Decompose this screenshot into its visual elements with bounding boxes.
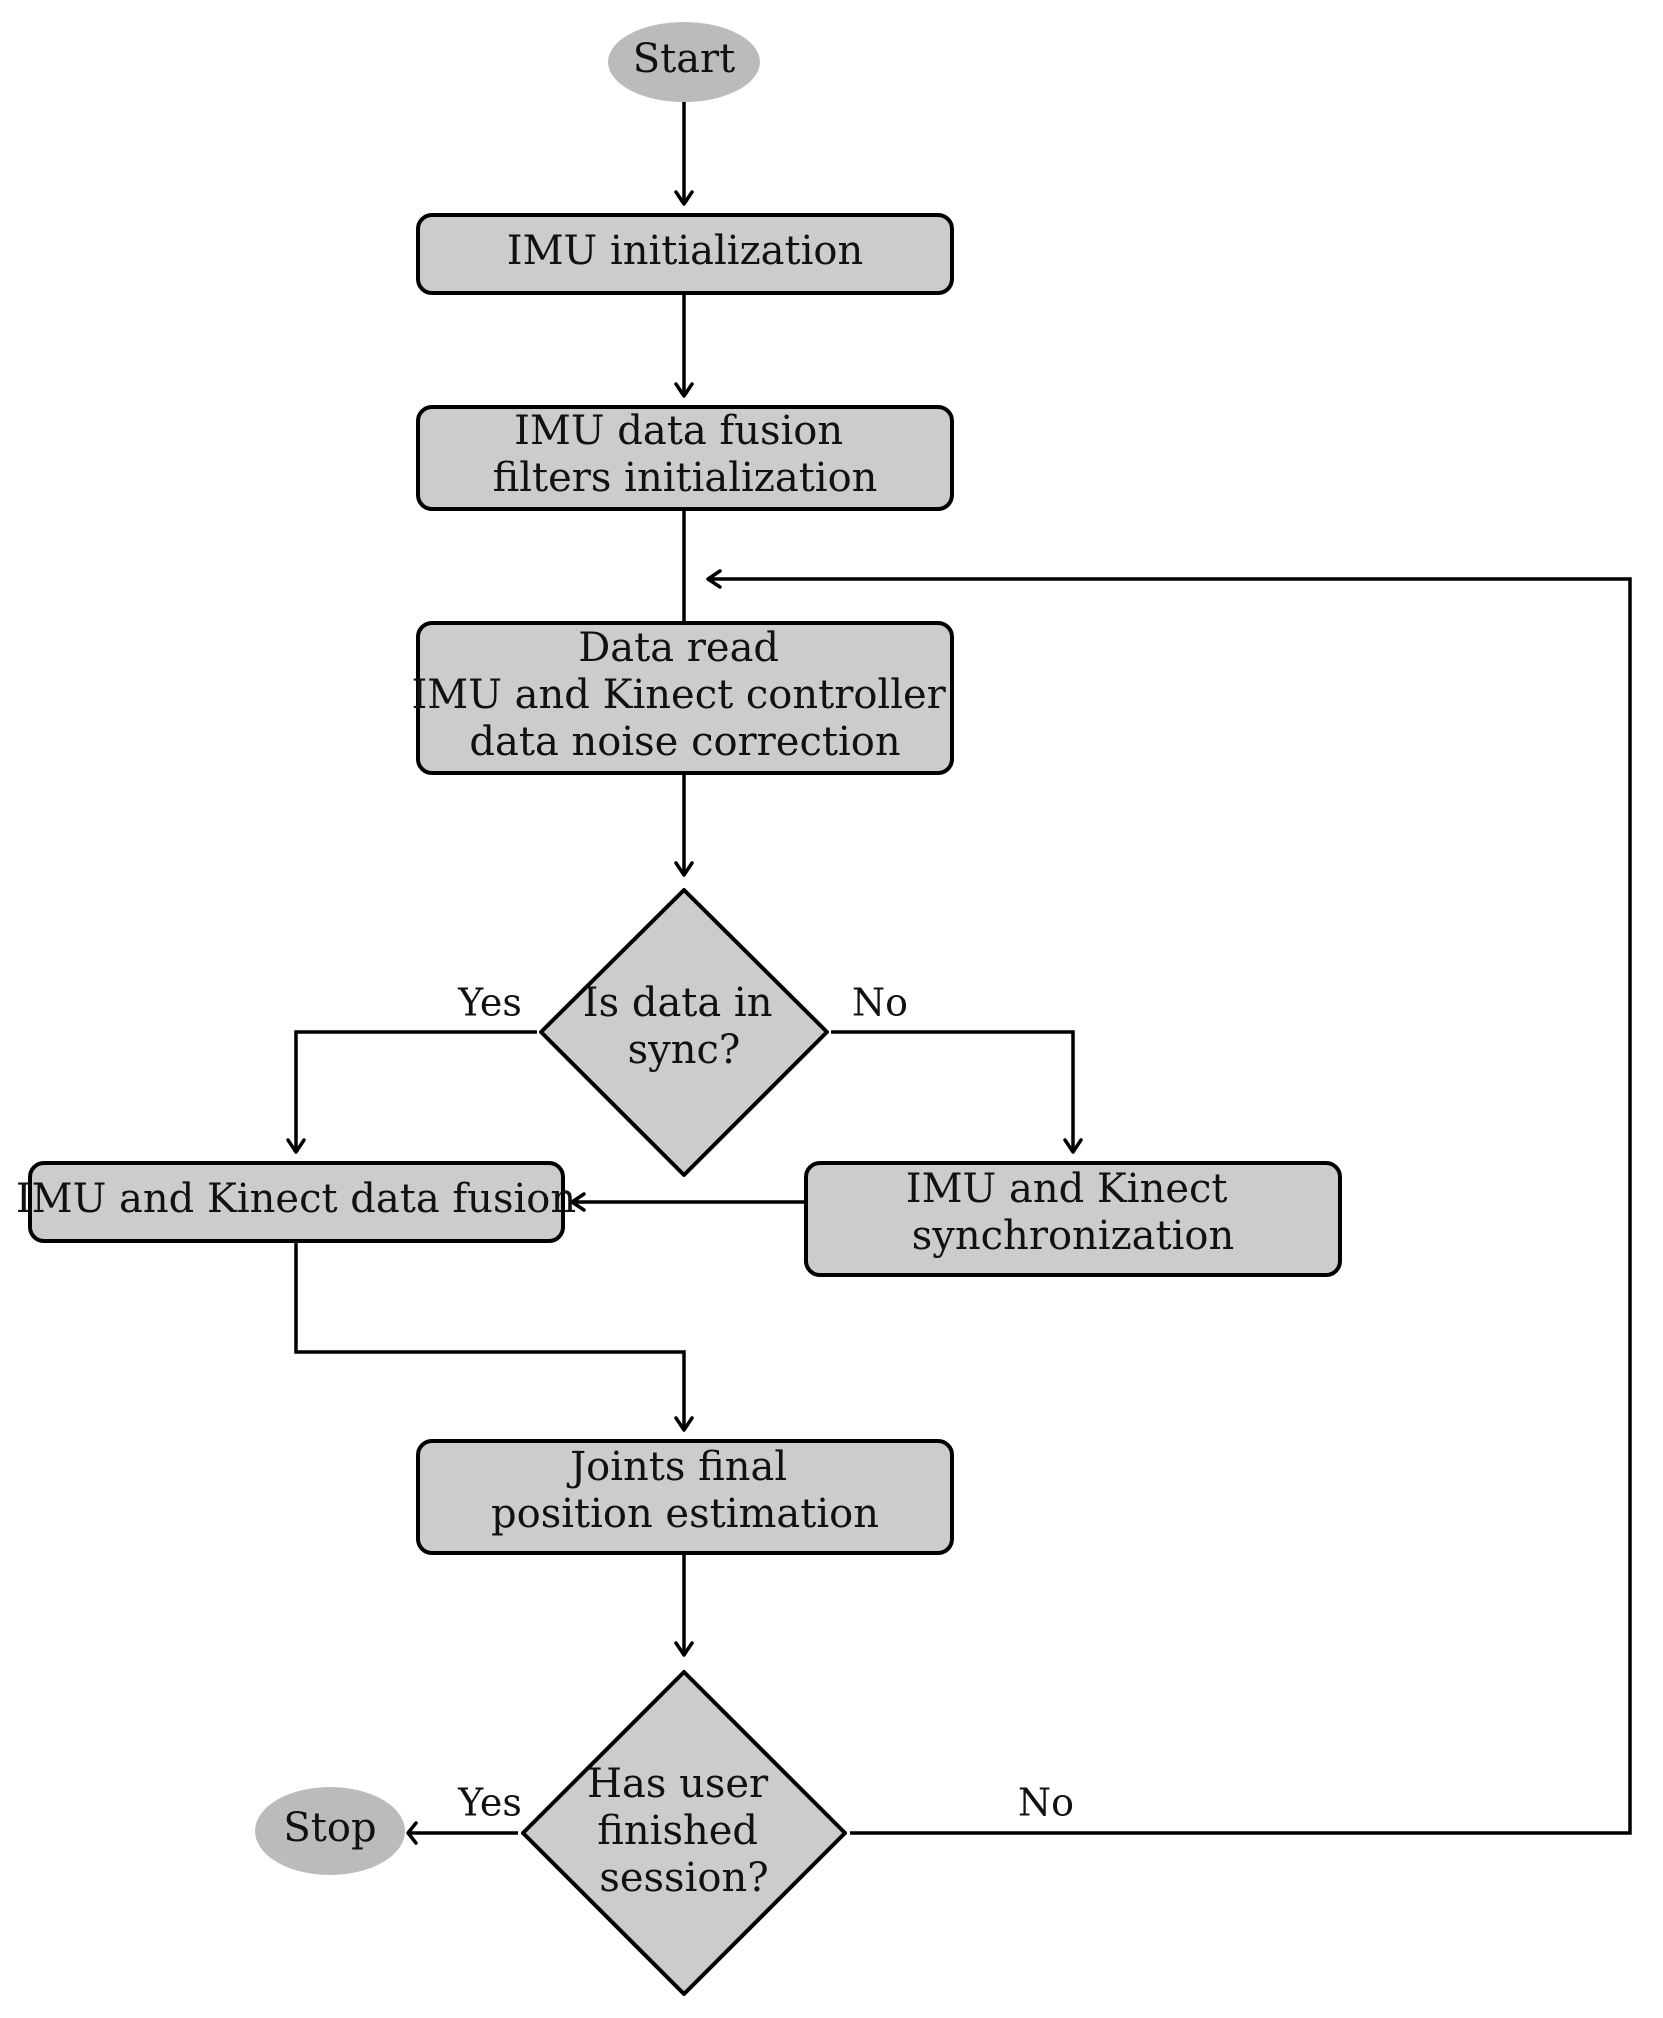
- node-filters-init: IMU data fusion filters initialization: [416, 405, 954, 511]
- node-start: Start: [608, 22, 760, 102]
- node-text-line: IMU and Kinect: [906, 1166, 1228, 1212]
- synchronization-label: IMU and Kinect synchronization: [906, 1166, 1240, 1259]
- node-text-line: filters initialization: [493, 455, 878, 501]
- node-text-line: position estimation: [491, 1491, 879, 1537]
- arrowhead: [674, 861, 694, 877]
- arrowhead: [674, 1641, 694, 1657]
- edge-sync-yes: [294, 1030, 537, 1152]
- node-sync-decision: Is data in sync?: [539, 888, 829, 1177]
- arrowhead: [406, 1821, 418, 1845]
- arrowhead: [706, 569, 722, 589]
- filters-init-label: IMU data fusion filters initialization: [493, 408, 878, 501]
- node-text-line: Is data in: [583, 980, 773, 1026]
- node-data-read: Data read IMU and Kinect controller data…: [411, 621, 958, 775]
- stop-terminal-shape: [255, 1787, 405, 1875]
- node-imu-init: IMU initialization: [416, 213, 954, 295]
- edges: [286, 102, 1632, 1845]
- arrowhead: [674, 1416, 694, 1432]
- node-text-line: Stop: [283, 1805, 376, 1851]
- node-text-line: Start: [633, 36, 736, 82]
- synchronization-box: [804, 1161, 1342, 1277]
- filters-init-box: [416, 405, 954, 511]
- node-text-line: sync?: [628, 1027, 741, 1073]
- node-text-line: synchronization: [912, 1213, 1234, 1259]
- node-text-line: Data read: [578, 625, 779, 671]
- stop-label: Stop: [283, 1805, 376, 1851]
- node-synchronization: IMU and Kinect synchronization: [804, 1161, 1342, 1277]
- edge-session-no-loop: [708, 577, 1632, 1835]
- data-read-label: Data read IMU and Kinect controller data…: [411, 625, 958, 765]
- node-session-decision: Has user finished session?: [521, 1670, 847, 1996]
- sync-no-label: No: [852, 981, 908, 1025]
- edge-labels: Yes No Yes No: [457, 981, 1074, 1825]
- session-decision-diamond: [521, 1670, 847, 1996]
- edge-fusion-to-joints: [294, 1241, 686, 1430]
- arrowhead: [674, 190, 694, 206]
- joints-estimation-box: [416, 1439, 954, 1555]
- arrowhead: [286, 1138, 306, 1154]
- node-text-line: IMU data fusion: [514, 408, 843, 454]
- node-text-line: IMU and Kinect data fusion: [16, 1176, 576, 1222]
- data-fusion-label: IMU and Kinect data fusion: [16, 1176, 576, 1222]
- arrowhead: [1063, 1138, 1083, 1154]
- session-no-label: No: [1018, 1781, 1074, 1825]
- imu-init-box: [416, 213, 954, 295]
- sync-decision-label: Is data in sync?: [583, 980, 785, 1073]
- data-fusion-box: [28, 1161, 565, 1243]
- session-decision-label: Has user finished session?: [587, 1761, 781, 1901]
- node-joints-estimation: Joints final position estimation: [416, 1439, 954, 1555]
- sync-decision-diamond: [539, 888, 829, 1177]
- node-text-line: IMU and Kinect controller: [411, 672, 946, 718]
- node-text-line: session?: [599, 1855, 768, 1901]
- start-label: Start: [633, 36, 736, 82]
- joints-estimation-label: Joints final position estimation: [491, 1444, 879, 1537]
- node-text-line: Has user: [587, 1761, 769, 1807]
- session-yes-label: Yes: [457, 1781, 522, 1825]
- start-terminal-shape: [608, 22, 760, 102]
- sync-yes-label: Yes: [457, 981, 522, 1025]
- node-stop: Stop: [255, 1787, 405, 1875]
- node-text-line: IMU initialization: [507, 228, 863, 274]
- node-text-line: Joints final: [566, 1444, 787, 1490]
- arrowhead: [674, 382, 694, 398]
- imu-init-label: IMU initialization: [507, 228, 863, 274]
- node-data-fusion: IMU and Kinect data fusion: [16, 1161, 576, 1243]
- node-text-line: data noise correction: [469, 719, 900, 765]
- data-read-box: [416, 621, 954, 775]
- node-text-line: finished: [597, 1808, 758, 1854]
- edge-sync-no: [831, 1030, 1075, 1152]
- arrowhead: [570, 1192, 586, 1212]
